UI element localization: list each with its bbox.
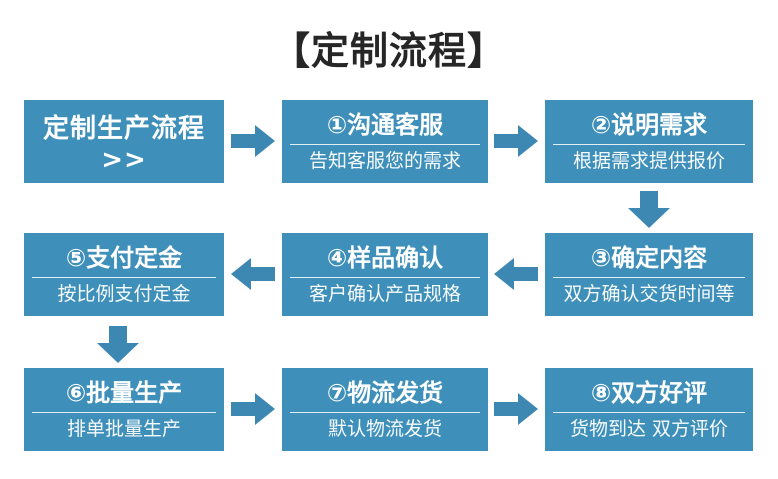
step-title: ②说明需求 (590, 111, 708, 140)
divider-line (553, 144, 745, 146)
step-box-7: ⑦物流发货 默认物流发货 (282, 368, 488, 451)
step-subtitle: 按比例支付定金 (57, 283, 191, 306)
step-title: ⑥批量生产 (65, 379, 183, 408)
divider-line (32, 412, 216, 414)
arrow-right-icon (231, 125, 275, 157)
step-box-2: ②说明需求 根据需求提供报价 (545, 100, 753, 183)
start-box: 定制生产流程>> (24, 100, 224, 183)
step-title: ①沟通客服 (326, 111, 444, 140)
step-subtitle: 双方确认交货时间等 (563, 283, 735, 306)
page-title: 【定制流程】 (271, 29, 506, 73)
step-title: ⑤支付定金 (65, 244, 183, 273)
step-subtitle: 排单批量生产 (66, 418, 181, 441)
step-title: ④样品确认 (326, 244, 444, 273)
divider-line (290, 144, 480, 146)
step-box-8: ⑧双方好评 货物到达 双方评价 (545, 368, 753, 451)
step-title: ⑦物流发货 (326, 379, 444, 408)
arrow-right-icon (231, 393, 275, 425)
divider-line (290, 412, 480, 414)
divider-line (32, 277, 216, 279)
step-title: ③确定内容 (590, 244, 708, 273)
step-box-6: ⑥批量生产 排单批量生产 (24, 368, 224, 451)
arrow-down-icon (97, 326, 139, 363)
step-subtitle: 货物到达 双方评价 (569, 418, 729, 441)
step-box-4: ④样品确认 客户确认产品规格 (282, 233, 488, 316)
arrow-down-icon (628, 191, 670, 228)
step-subtitle: 告知客服您的需求 (308, 150, 461, 173)
step-title: ⑧双方好评 (590, 379, 708, 408)
arrow-right-icon (494, 125, 538, 157)
start-box-label: 定制生产流程>> (42, 114, 205, 175)
step-subtitle: 根据需求提供报价 (572, 150, 725, 173)
step-box-1: ①沟通客服 告知客服您的需求 (282, 100, 488, 183)
arrow-left-icon (231, 258, 275, 290)
divider-line (553, 277, 745, 279)
step-subtitle: 默认物流发货 (327, 418, 442, 441)
step-box-3: ③确定内容 双方确认交货时间等 (545, 233, 753, 316)
step-subtitle: 客户确认产品规格 (308, 283, 461, 306)
arrow-right-icon (494, 393, 538, 425)
divider-line (290, 277, 480, 279)
divider-line (553, 412, 745, 414)
arrow-left-icon (494, 258, 538, 290)
step-box-5: ⑤支付定金 按比例支付定金 (24, 233, 224, 316)
